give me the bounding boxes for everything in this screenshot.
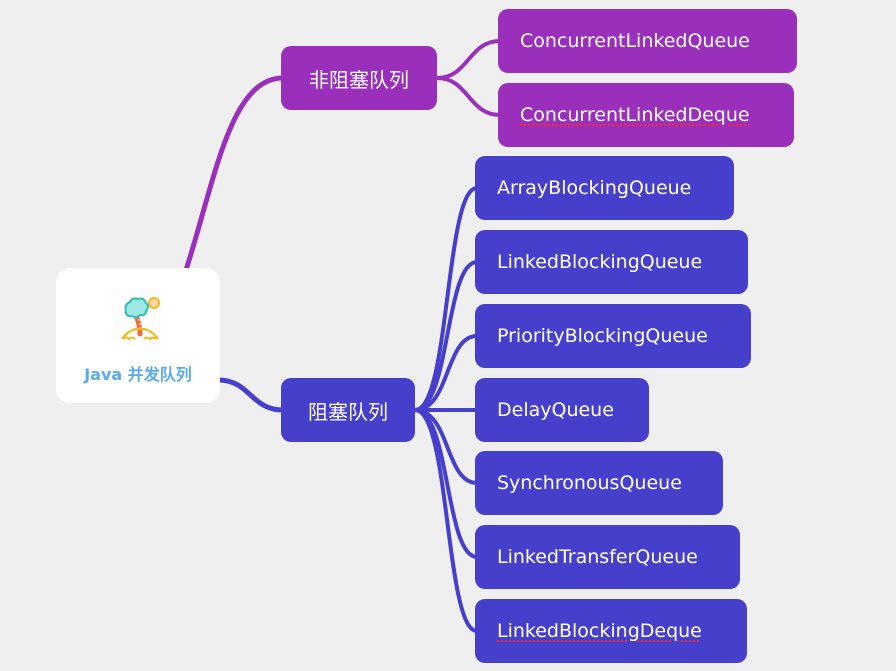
leaf-label: LinkedTransferQueue (497, 546, 698, 568)
leaf-node[interactable]: PriorityBlockingQueue (475, 304, 751, 368)
leaf-node[interactable]: ConcurrentLinkedQueue (498, 9, 797, 73)
leaf-label: ConcurrentLinkedDeque (520, 104, 750, 126)
leaf-label: LinkedBlockingDeque (497, 620, 702, 642)
connector-leaf (414, 186, 478, 412)
leaf-label: ArrayBlockingQueue (497, 177, 692, 199)
leaf-node[interactable]: ArrayBlockingQueue (475, 156, 734, 220)
leaf-node[interactable]: LinkedTransferQueue (475, 525, 740, 589)
connector-root-to-non-blocking (183, 75, 284, 271)
connector-leaf (414, 408, 478, 633)
leaf-label: LinkedBlockingQueue (497, 251, 703, 273)
leaf-node[interactable]: LinkedBlockingDeque (475, 599, 747, 663)
leaf-node[interactable]: SynchronousQueue (475, 451, 723, 515)
branch-blocking-queues[interactable]: 阻塞队列 (281, 378, 415, 442)
connector-leaf (414, 408, 478, 559)
connector-leaf (435, 76, 502, 117)
root-label: Java 并发队列 (84, 365, 192, 384)
root-node[interactable]: Java 并发队列 (56, 268, 220, 403)
leaf-node[interactable]: DelayQueue (475, 378, 649, 442)
connector-leaf (414, 334, 478, 412)
connector-leaf (435, 39, 502, 80)
connector-root-to-blocking (215, 377, 286, 413)
leaf-node[interactable]: LinkedBlockingQueue (475, 230, 748, 294)
leaf-label: SynchronousQueue (497, 472, 682, 494)
leaf-node[interactable]: ConcurrentLinkedDeque (498, 83, 794, 147)
palm-island-icon (121, 297, 160, 341)
leaf-label: PriorityBlockingQueue (497, 325, 708, 347)
leaf-label: DelayQueue (497, 399, 614, 421)
leaf-label: ConcurrentLinkedQueue (520, 30, 750, 52)
branch-non-blocking-queues[interactable]: 非阻塞队列 (281, 46, 437, 110)
connector-leaf (414, 260, 478, 412)
